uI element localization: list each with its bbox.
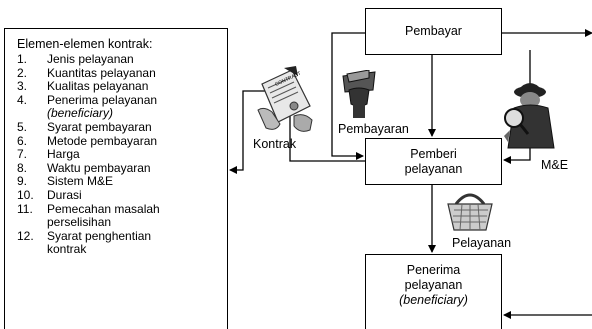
recipient-label-line1: Penerima (406, 263, 461, 277)
provider-box: Pemberi pelayanan (365, 138, 502, 185)
provider-label-line1: Pemberi (410, 147, 457, 161)
contract-element-number: 10. (17, 187, 34, 202)
contract-element-item: 1. Jenis pelayanan (17, 52, 217, 67)
contract-element-text: kontrak (47, 242, 87, 257)
contract-element-text: perselisihan (47, 215, 112, 230)
recipient-box: Penerima pelayanan (beneficiary) (365, 254, 502, 329)
contract-element-item: 11. Pemecahan masalah (17, 201, 217, 217)
contract-element-text: Syarat pembayaran (47, 119, 152, 134)
recipient-label-line3: (beneficiary) (399, 293, 468, 307)
panel-title: Elemen-elemen kontrak: (17, 37, 153, 51)
contract-element-item: perselisihan (17, 216, 217, 230)
money-in-hand-icon (342, 70, 376, 118)
contract-element-number: 6. (17, 133, 28, 148)
contract-element-item: (beneficiary) (17, 107, 217, 121)
contract-element-text: Metode pembayaran (47, 133, 158, 148)
contract-element-number: 4. (17, 92, 28, 107)
contract-element-text: Waktu pembayaran (47, 160, 151, 175)
contract-label: Kontrak (253, 137, 297, 151)
contract-element-item: kontrak (17, 243, 217, 257)
contract-element-number: 3. (17, 79, 28, 94)
shopping-basket-icon (447, 193, 493, 231)
contract-element-text: Pemecahan masalah (47, 201, 160, 216)
contract-element-item: 7. Harga (17, 148, 217, 162)
contract-element-item: 3. Kualitas pelayanan (17, 80, 217, 94)
contract-element-text: Kuantitas pelayanan (47, 65, 156, 80)
contract-element-item: 2. Kuantitas pelayanan (17, 65, 217, 81)
payment-label: Pembayaran (338, 122, 409, 136)
contract-element-text: (beneficiary) (47, 106, 114, 121)
contract-element-item: 4. Penerima pelayanan (17, 92, 217, 108)
provider-label-line2: pelayanan (404, 162, 463, 176)
contract-element-item: 8. Waktu pembayaran (17, 160, 217, 176)
contract-element-number: 11. (17, 201, 33, 216)
contract-element-item: 10. Durasi (17, 187, 217, 203)
recipient-label-line2: pelayanan (404, 278, 463, 292)
contract-element-text: Harga (47, 147, 80, 162)
contract-elements-panel: Elemen-elemen kontrak: 1. Jenis pelayanan… (4, 28, 228, 329)
contract-element-text: Penerima pelayanan (47, 92, 158, 107)
contract-document-icon: CONTRACT (257, 66, 313, 132)
payment-arrow (331, 32, 365, 160)
service-label: Pelayanan (452, 236, 512, 250)
contract-element-item: 12. Syarat penghentian (17, 228, 217, 244)
contract-element-text: Kualitas pelayanan (47, 79, 149, 94)
contract-element-number: 2. (17, 65, 28, 80)
contract-element-item: 6. Metode pembayaran (17, 133, 217, 149)
contract-element-number: 8. (17, 160, 28, 175)
contract-element-text: Jenis pelayanan (47, 52, 134, 66)
contract-element-text: Syarat penghentian (47, 228, 152, 243)
contract-element-item: 5. Syarat pembayaran (17, 119, 217, 135)
contract-element-number: 9. (17, 174, 28, 189)
detective-magnifier-icon (504, 83, 555, 149)
payer-box: Pembayar (365, 8, 502, 55)
contract-element-number: 1. (17, 52, 28, 66)
contract-element-number: 5. (17, 119, 28, 134)
contract-element-number: 12. (17, 228, 34, 243)
me-label: M&E (541, 158, 569, 172)
contract-element-item: 9. Sistem M&E (17, 175, 217, 189)
payer-label: Pembayar (405, 24, 462, 38)
contract-element-text: Sistem M&E (47, 174, 114, 189)
contract-element-number: 7. (17, 147, 28, 162)
contract-element-text: Durasi (47, 187, 82, 202)
